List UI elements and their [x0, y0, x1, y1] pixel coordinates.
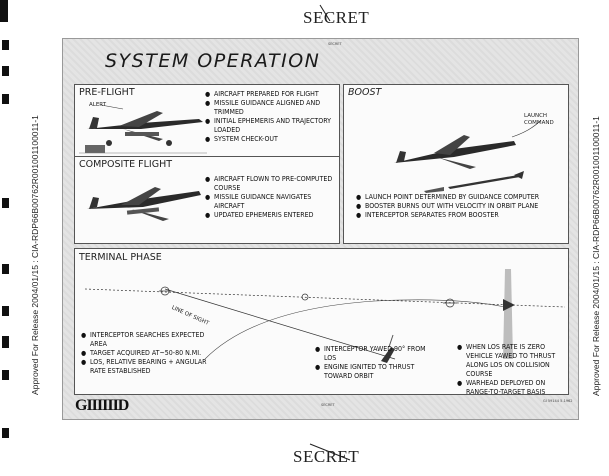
boost-illustration — [394, 120, 541, 193]
boost-bullet: INTERCEPTOR SEPARATES FROM BOOSTER — [356, 211, 566, 220]
scan-edge-bar — [2, 336, 9, 348]
launch-command-label: LAUNCH COMMAND — [524, 113, 554, 126]
release-stamp-right: Approved For Release 2004/01/15 : CIA-RD… — [591, 116, 601, 396]
chart-sheet: SECRET SYSTEM OPERATION PRE-FLIGHT ALERT… — [62, 38, 579, 420]
terminal-col1-bullets: INTERCEPTOR SEARCHES EXPECTED AREA TARGE… — [81, 331, 221, 376]
preflight-bullet: INITIAL EPHEMERIS AND TRAJECTORY LOADED — [205, 117, 335, 135]
terminal-panel: TERMINAL PHASE LINE OF SIGHT INTERCEPTOR… — [74, 248, 569, 397]
preflight-bullet: SYSTEM CHECK-OUT — [205, 135, 335, 144]
scan-edge-bar — [2, 198, 9, 208]
boost-bullet: LAUNCH POINT DETERMINED BY GUIDANCE COMP… — [356, 193, 566, 202]
boost-bullet: BOOSTER BURNS OUT WITH VELOCITY IN ORBIT… — [356, 202, 566, 211]
composite-title: COMPOSITE FLIGHT — [79, 159, 173, 170]
classification-top: SECRET — [303, 8, 370, 27]
terminal-col1-bullet: INTERCEPTOR SEARCHES EXPECTED AREA — [81, 331, 221, 349]
preflight-bullet: AIRCRAFT PREPARED FOR FLIGHT — [205, 90, 335, 99]
sheet-title: SYSTEM OPERATION — [105, 50, 321, 72]
aircraft-ground-illustration — [79, 104, 207, 154]
composite-bullet: MISSILE GUIDANCE NAVIGATES AIRCRAFT — [205, 193, 335, 211]
sheet-classification: SECRET — [328, 42, 342, 46]
composite-panel: COMPOSITE FLIGHT AIRCRAFT FLOWN TO PRE-C… — [74, 156, 340, 244]
classification-top-slash — [319, 4, 331, 22]
scan-edge-bar — [2, 306, 9, 316]
company-logo: GIIIIIID — [75, 397, 129, 414]
scan-edge-mark — [0, 0, 8, 22]
terminal-title: TERMINAL PHASE — [79, 252, 162, 263]
terminal-col1-bullet: LOS, RELATIVE BEARING + ANGULAR RATE EST… — [81, 358, 221, 376]
classification-bottom: SECRET — [293, 447, 360, 466]
terminal-col3-bullets: WHEN LOS RATE IS ZERO VEHICLE YAWED TO T… — [457, 343, 567, 397]
terminal-col2-bullet: ENGINE IGNITED TO THRUST TOWARD ORBIT — [315, 363, 439, 381]
boost-panel: BOOST LAUNCH COMMAND LAUNCH POINT DETERM… — [343, 84, 569, 244]
scan-edge-bar — [2, 66, 9, 76]
footer-reference: GI 59144 5-1962 — [543, 399, 573, 403]
release-stamp-left: Approved For Release 2004/01/15 : CIA-RD… — [30, 115, 40, 395]
terminal-col2-bullet: INTERCEPTOR YAWED 90° FROM LOS — [315, 345, 439, 363]
terminal-col3-bullet: WARHEAD DEPLOYED ON RANGE-TO-TARGET BASI… — [457, 379, 567, 397]
composite-bullets: AIRCRAFT FLOWN TO PRE-COMPUTED COURSE MI… — [205, 175, 335, 220]
footer-classification: SECRET — [321, 403, 335, 407]
terminal-col1-bullet: TARGET ACQUIRED AT~50-80 N.MI. — [81, 349, 221, 358]
preflight-bullet: MISSILE GUIDANCE ALIGNED AND TRIMMED — [205, 99, 335, 117]
scan-edge-bar — [2, 40, 9, 50]
scan-edge-bar — [2, 370, 9, 380]
scan-edge-bar — [2, 428, 9, 438]
composite-bullet: AIRCRAFT FLOWN TO PRE-COMPUTED COURSE — [205, 175, 335, 193]
terminal-col3-bullet: WHEN LOS RATE IS ZERO VEHICLE YAWED TO T… — [457, 343, 567, 379]
preflight-title: PRE-FLIGHT — [79, 87, 135, 98]
boost-bullets: LAUNCH POINT DETERMINED BY GUIDANCE COMP… — [356, 193, 566, 220]
composite-bullet: UPDATED EPHEMERIS ENTERED — [205, 211, 335, 220]
aircraft-flight-illustration — [87, 187, 201, 221]
preflight-panel: PRE-FLIGHT ALERT AIRCRAFT PREPARED FOR F… — [74, 84, 340, 158]
boost-title: BOOST — [348, 87, 382, 98]
preflight-bullets: AIRCRAFT PREPARED FOR FLIGHT MISSILE GUI… — [205, 90, 335, 144]
classification-bottom-slash — [309, 443, 351, 461]
preflight-alert-label: ALERT — [89, 102, 107, 108]
scan-edge-bar — [2, 264, 9, 274]
scan-edge-bar — [2, 94, 9, 104]
terminal-col2-bullets: INTERCEPTOR YAWED 90° FROM LOS ENGINE IG… — [315, 345, 439, 381]
